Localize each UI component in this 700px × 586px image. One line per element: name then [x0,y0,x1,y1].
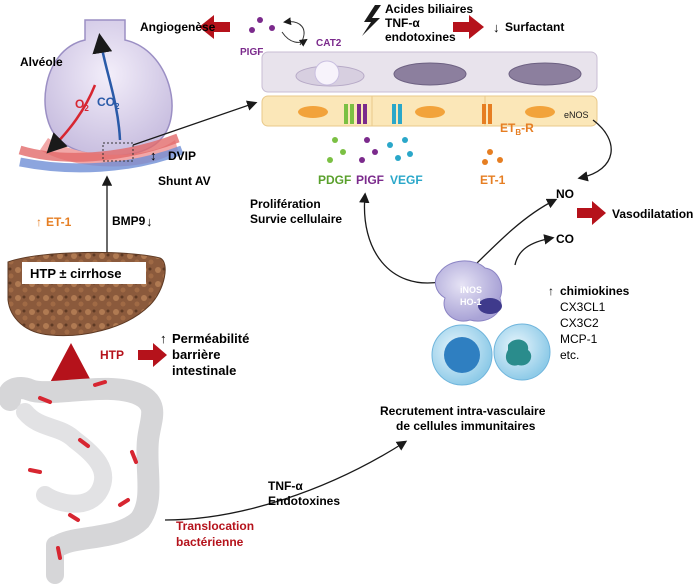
label-et1-right: ET-1 [480,173,506,187]
label-et1-left: ET-1 [46,215,72,229]
alveolus-icon [18,19,184,173]
label-barriere: barrière [172,347,220,362]
label-dvip: DVIP [168,149,196,163]
label-htp: HTP [100,348,124,362]
red-arrow-icon [453,15,484,39]
label-tnf-bottom: TNF-α [268,479,303,493]
vessel-wall-panel [261,51,598,127]
label-cx3cl1: CX3CL1 [560,300,606,314]
red-arrow-icon [577,201,606,225]
perm-up-arrow: ↑ [160,331,167,346]
label-alveole: Alvéole [20,55,63,69]
label-cat2: CAT2 [316,38,342,49]
lymphocyte-cell-icon [431,324,493,386]
red-arrow-icon [138,343,167,367]
label-chimiokines: chimiokines [560,284,630,298]
dvip-arrow: ↕ [150,148,157,163]
label-endotoxines-bottom: Endotoxines [268,494,340,508]
label-permeabilite: Perméabilité [172,331,249,346]
et1-up-arrow: ↑ [36,215,42,229]
label-intestinale: intestinale [172,363,236,378]
o2-flow-arrow [46,84,97,154]
label-shunt-av: Shunt AV [158,174,211,188]
label-etc: etc. [560,348,579,362]
label-o2: O2 [75,97,89,113]
label-cx3c2: CX3C2 [560,316,599,330]
label-ho1: HO-1 [460,297,482,307]
label-survie-cellulaire: Survie cellulaire [250,212,342,226]
zoom-link-arrow [132,100,258,146]
label-no: NO [556,187,574,201]
label-pdgf: PDGF [318,173,351,187]
label-inos: iNOS [460,285,482,295]
label-surfactant: Surfactant [505,20,564,34]
label-etb-r: ETB-R [500,121,534,137]
label-mcp1: MCP-1 [560,332,598,346]
surfactant-down-arrow: ↓ [493,20,500,35]
chemo-up-arrow: ↑ [548,284,554,298]
label-co2: CO2 [97,95,120,111]
label-tnf-top: TNF-α [385,16,420,30]
label-plgf-top: PIGF [240,47,263,58]
red-arrow-icon [199,15,230,39]
macrophage-cell-icon [434,260,503,322]
label-angiogenese: Angiogenèse [140,20,216,34]
label-enos: eNOS [564,110,589,120]
label-proliferation: Prolifération [250,197,321,211]
label-plgf-mid: PIGF [356,173,384,187]
label-vasodilatation: Vasodilatation [612,207,693,221]
label-bmp9: BMP9 [112,214,146,228]
bacteria-icon [28,380,138,560]
label-translocation: Translocation [176,519,254,533]
neutrophil-cell-icon [493,323,551,381]
label-recrutement: Recrutement intra-vasculaire [380,404,546,418]
label-co: CO [556,232,574,246]
label-acides-biliaires: Acides biliaires [385,2,473,16]
intestine-icon [0,377,164,584]
co2-flow-arrow [92,33,122,141]
label-cellules-immunitaires: de cellules immunitaires [396,419,536,433]
label-htp-cirrhose: HTP ± cirrhose [30,266,121,281]
bmp9-down-arrow: ↓ [146,214,153,229]
lightning-icon [362,5,381,36]
growth-factor-dots [249,17,503,165]
cat2-vesicle [314,60,340,86]
label-bacterienne: bactérienne [176,535,244,549]
htp-cirrhose-box [22,262,146,284]
label-vegf: VEGF [390,173,423,187]
label-endotoxines-top: endotoxines [385,30,456,44]
